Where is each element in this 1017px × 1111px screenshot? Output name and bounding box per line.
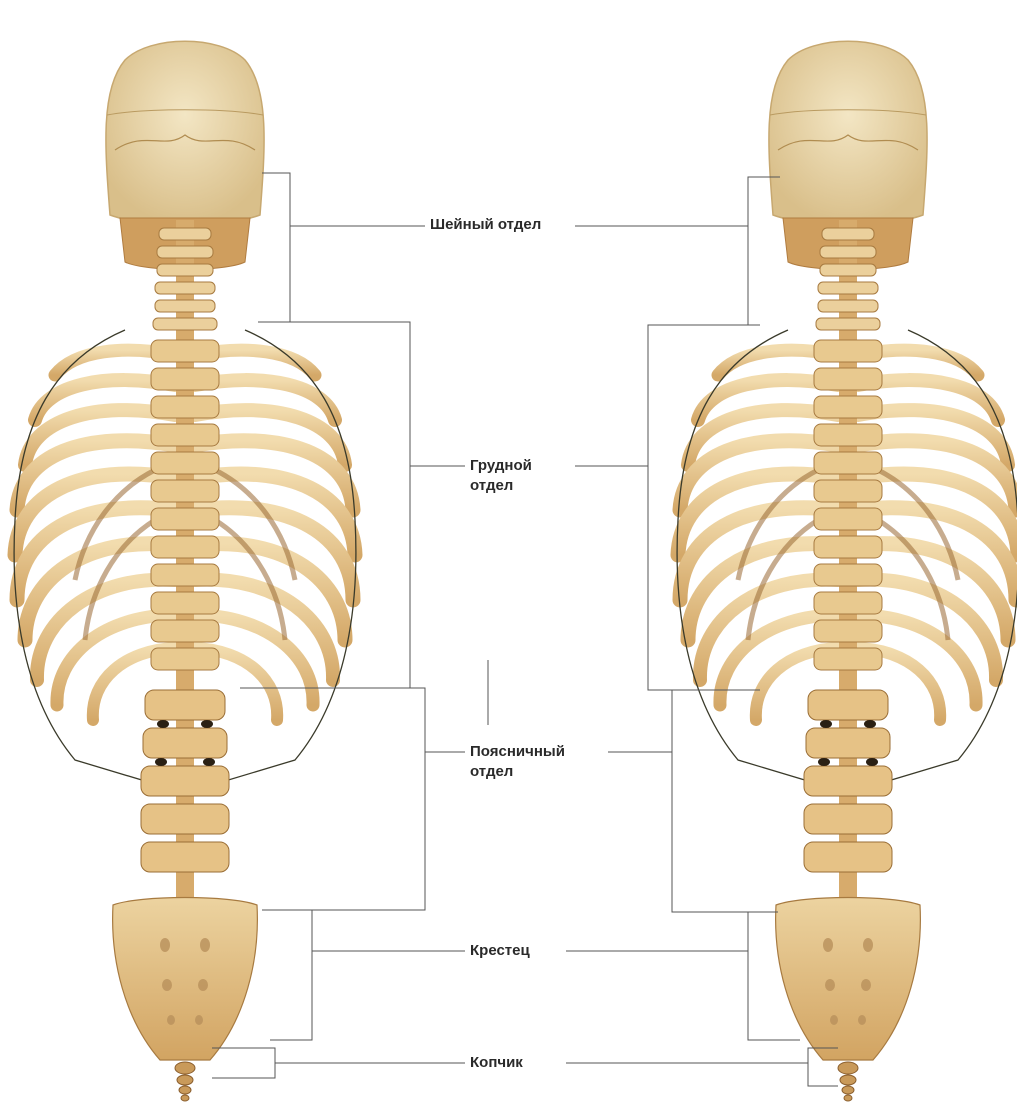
label-thoracic: Грудной отдел	[466, 456, 536, 496]
label-sacrum: Крестец	[466, 941, 534, 961]
label-thoracic-line1: Грудной	[470, 456, 532, 476]
skeleton-right	[677, 41, 1017, 1101]
label-cervical: Шейный отдел	[426, 215, 545, 235]
skeleton-left	[14, 41, 356, 1101]
label-coccyx: Копчик	[466, 1053, 527, 1073]
label-lumbar-line1: Поясничный	[470, 742, 565, 762]
label-thoracic-line2: отдел	[470, 476, 532, 496]
label-lumbar: Поясничный отдел	[466, 742, 569, 782]
label-lumbar-line2: отдел	[470, 762, 565, 782]
